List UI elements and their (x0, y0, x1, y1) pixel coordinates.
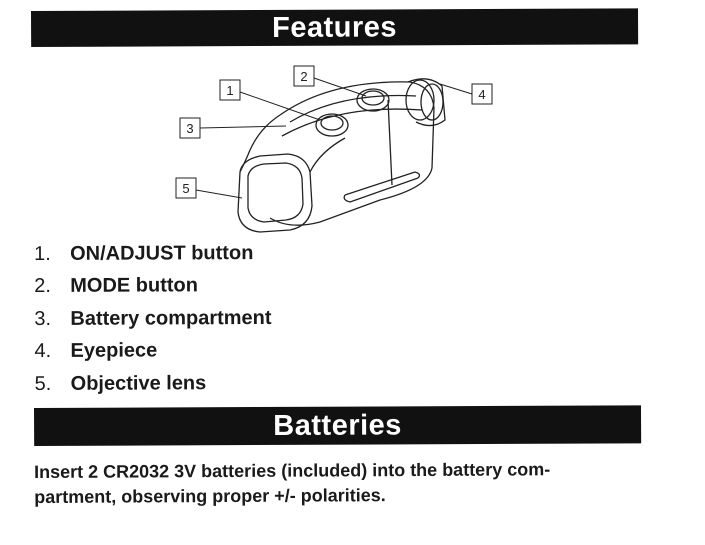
list-item: 5. Objective lens (35, 367, 272, 401)
item-label: Eyepiece (70, 339, 158, 363)
list-item: 1. ON/ADJUST button (34, 237, 271, 271)
on-adjust-button-illustration (315, 113, 349, 137)
features-title: Features (272, 10, 398, 44)
svg-text:5: 5 (182, 181, 189, 196)
batteries-heading: Batteries (34, 405, 642, 446)
list-item: 3. Battery compartment (34, 302, 271, 336)
item-label: MODE button (70, 274, 199, 298)
callout-1: 1 (219, 79, 321, 121)
item-number: 3. (34, 307, 52, 330)
features-heading: Features (31, 8, 639, 47)
objective-lens-illustration (237, 137, 346, 233)
list-item: 4. Eyepiece (34, 334, 271, 368)
batteries-line-2: partment, observing proper +/- polaritie… (34, 485, 386, 507)
svg-text:2: 2 (300, 69, 307, 84)
item-label: Battery compartment (70, 306, 272, 330)
mode-button-illustration (356, 88, 390, 112)
device-body-illustration (249, 81, 435, 226)
batteries-title: Batteries (273, 408, 402, 442)
svg-text:3: 3 (186, 121, 193, 136)
item-number: 4. (34, 340, 52, 363)
batteries-line-1: Insert 2 CR2032 3V batteries (included) … (34, 459, 551, 482)
item-number: 5. (34, 372, 52, 395)
batteries-instructions: Insert 2 CR2032 3V batteries (included) … (34, 457, 654, 510)
callout-2: 2 (293, 65, 367, 97)
item-label: ON/ADJUST button (70, 241, 254, 265)
list-item: 2. MODE button (34, 269, 271, 303)
svg-text:1: 1 (226, 83, 233, 98)
item-number: 1. (34, 242, 51, 265)
item-label: Objective lens (70, 371, 207, 395)
item-number: 2. (34, 275, 51, 298)
svg-text:4: 4 (478, 87, 485, 102)
callout-3: 3 (179, 117, 287, 139)
callout-4: 4 (439, 83, 493, 105)
callout-5: 5 (175, 177, 243, 199)
eyepiece-illustration (405, 78, 446, 127)
rangefinder-diagram: 1 2 3 4 5 (175, 65, 493, 233)
features-list: 1. ON/ADJUST button 2. MODE button 3. Ba… (34, 237, 272, 401)
